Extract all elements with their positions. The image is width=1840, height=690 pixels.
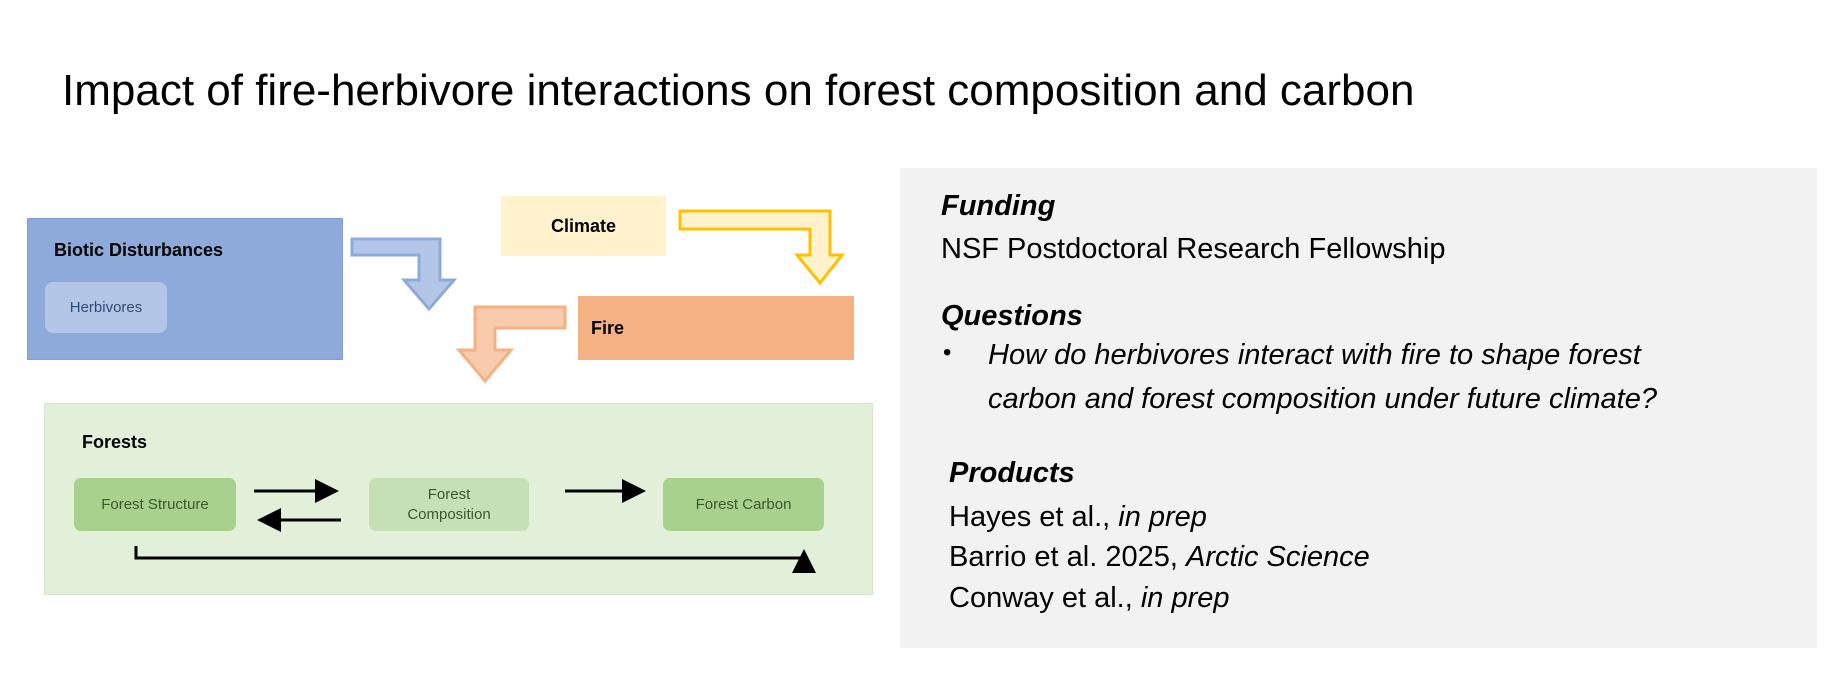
climate-box: Climate: [501, 196, 666, 256]
questions-heading: Questions: [941, 300, 1083, 332]
product-authors: Barrio et al. 2025,: [949, 541, 1186, 573]
bullet: •: [943, 339, 952, 366]
forests-label: Forests: [82, 432, 148, 452]
blue-bent-arrow-icon: [350, 237, 458, 312]
product-venue: in prep: [1118, 501, 1207, 533]
forest-composition-line2: Composition: [407, 505, 491, 523]
fire-label: Fire: [591, 318, 625, 338]
biotic-disturbances-label: Biotic Disturbances: [54, 240, 224, 260]
forest-carbon-node: Forest Carbon: [663, 478, 824, 531]
funding-text: NSF Postdoctoral Research Fellowship: [941, 233, 1446, 265]
orange-bent-arrow-icon: [455, 305, 567, 384]
fire-box: [578, 296, 854, 360]
products-heading: Products: [949, 457, 1075, 489]
question-line-1: How do herbivores interact with fire to …: [988, 339, 1641, 371]
question-line-2: carbon and forest composition under futu…: [988, 383, 1657, 415]
product-item: Hayes et al., in prep: [949, 501, 1207, 534]
herbivores-box: Herbivores: [45, 282, 167, 333]
funding-heading: Funding: [941, 190, 1056, 222]
product-authors: Conway et al.,: [949, 582, 1141, 614]
structure-to-carbon-arrow-icon: [134, 546, 816, 573]
yellow-bent-arrow-icon: [678, 209, 846, 286]
info-panel: [900, 168, 1817, 648]
product-item: Conway et al., in prep: [949, 582, 1230, 615]
product-authors: Hayes et al.,: [949, 501, 1119, 533]
product-venue: Arctic Science: [1185, 541, 1370, 573]
product-item: Barrio et al. 2025, Arctic Science: [949, 541, 1370, 574]
forest-composition-line1: Forest: [427, 485, 471, 503]
forest-structure-node: Forest Structure: [74, 478, 236, 531]
slide-title: Impact of fire-herbivore interactions on…: [62, 66, 1415, 115]
product-venue: in prep: [1140, 582, 1230, 614]
